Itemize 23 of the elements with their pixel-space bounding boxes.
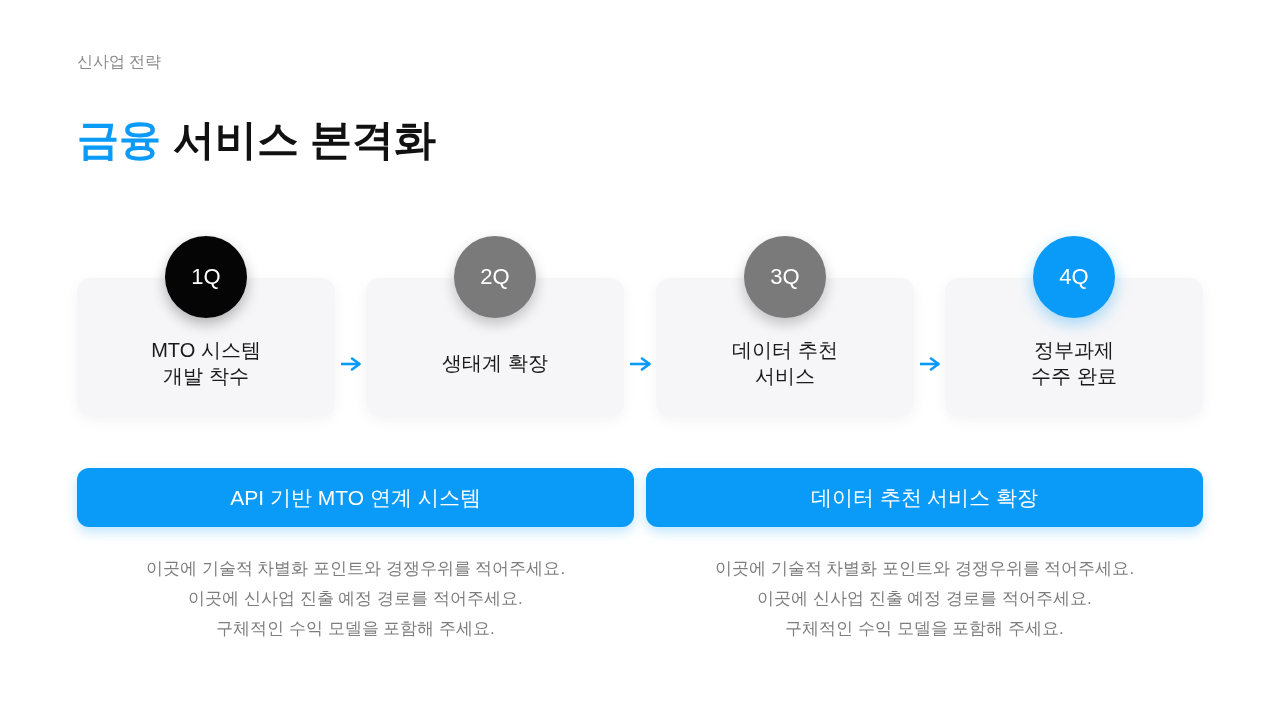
quarter-label: 3Q xyxy=(770,264,800,290)
body-text: 이곳에 신사업 진출 예정 경로를 적어주세요. xyxy=(757,588,1092,610)
body-text: 이곳에 신사업 진출 예정 경로를 적어주세요. xyxy=(188,588,523,610)
quarter-label: 2Q xyxy=(480,264,510,290)
section-label: 신사업 전략 xyxy=(77,52,162,72)
phase-bar xyxy=(646,468,1203,527)
milestone-text: 데이터 추천 서비스 xyxy=(731,338,839,389)
milestone-text: 생태계 확장 xyxy=(442,351,548,376)
phase-title: 데이터 추천 서비스 확장 xyxy=(810,484,1039,511)
milestone-text: MTO 시스템 개발 착수 xyxy=(150,338,262,389)
body-text: 구체적인 수익 모델을 포함해 주세요. xyxy=(785,618,1064,640)
arrow xyxy=(630,357,651,371)
quarter-label: 4Q xyxy=(1059,264,1089,290)
milestone-text: 정부과제 수주 완료 xyxy=(1030,338,1118,389)
quarter-label: 1Q xyxy=(191,264,221,290)
phase-bar xyxy=(77,468,634,527)
body-text: 이곳에 기술적 차별화 포인트와 경쟁우위를 적어주세요. xyxy=(145,558,566,580)
arrow xyxy=(920,357,940,371)
body-text: 구체적인 수익 모델을 포함해 주세요. xyxy=(216,618,495,640)
page-title: 금융 서비스 본격화 xyxy=(77,115,437,165)
phase-title: API 기반 MTO 연계 시스템 xyxy=(230,484,481,511)
arrow xyxy=(341,357,361,371)
body-text: 이곳에 기술적 차별화 포인트와 경쟁우위를 적어주세요. xyxy=(714,558,1135,580)
